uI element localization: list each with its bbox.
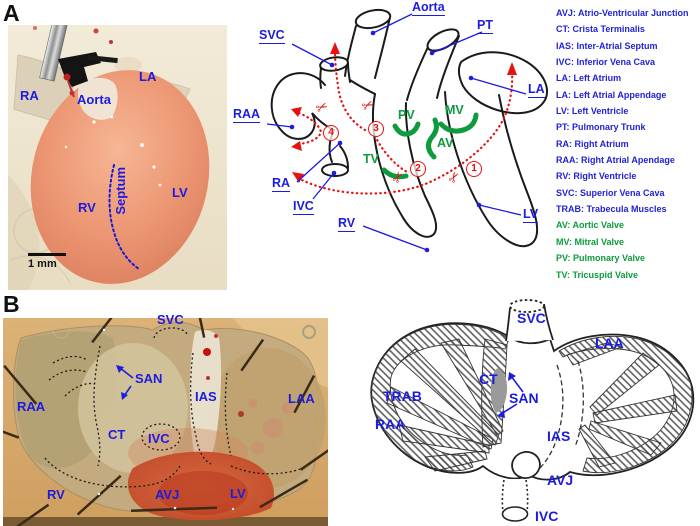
tissue-dotted-outlines	[44, 327, 304, 488]
photo-a-label-aorta: Aorta	[77, 92, 111, 107]
legend-item: AV: Aortic Valve	[556, 220, 625, 231]
leader-lines	[266, 13, 527, 251]
cut-number-3: 3	[368, 121, 384, 137]
photo-b-label-laa: LAA	[288, 391, 315, 406]
scale-bar-label: 1 mm	[28, 258, 57, 270]
photo-a-label-la: LA	[139, 69, 157, 84]
legend-item: RAA: Right Atrial Apendage	[556, 155, 675, 166]
legend-item: IAS: Inter-Atrial Septum	[556, 40, 658, 51]
panel-a-letter: A	[3, 0, 20, 26]
ivc-tube	[501, 479, 529, 513]
panel-b-photo: SVC SAN RAA IAS LAA CT IVC RV AVJ LV	[3, 313, 328, 526]
valve-label-mv: MV	[445, 103, 464, 117]
photo-b-label-ct: CT	[108, 427, 126, 442]
legend-item: PV: Pulmonary Valve	[556, 253, 646, 264]
diagram-a-label-pt: PT	[477, 18, 493, 35]
diagram-a-label-la: LA	[528, 82, 545, 99]
panel-a-diagram: Aorta PT SVC RAA LA RA IVC RV LV PV MV A…	[230, 0, 565, 292]
panel-a-photo: RA Aorta LA RV LV Septum 1 mm	[8, 25, 227, 290]
leader-dots	[289, 30, 482, 253]
photo-b-label-avj: AVJ	[155, 487, 180, 502]
diagram-b-label-ivc: IVC	[535, 508, 559, 524]
photo-b-label-ivc: IVC	[148, 431, 170, 446]
photo-a-label-septum: Septum	[113, 166, 129, 215]
photo-a-label-rv: RV	[78, 200, 96, 215]
heart-diagram-art	[266, 8, 548, 253]
diagram-b-label-laa: LAA	[595, 335, 624, 351]
svc-tube	[506, 304, 553, 341]
valve-arcs	[381, 112, 479, 180]
legend-item: RA: Right Atrium	[556, 138, 629, 149]
diagram-a-label-svc: SVC	[259, 28, 285, 45]
legend-item: SVC: Superior Vena Cava	[556, 187, 665, 198]
legend-item: IVC: Inferior Vena Cava	[556, 57, 656, 68]
diagram-a-label-raa: RAA	[233, 107, 261, 124]
photo-b-label-rv: RV	[47, 487, 65, 502]
cut-lines	[296, 48, 514, 195]
avj-opening	[511, 451, 541, 479]
cut-number-1: 1	[466, 161, 482, 177]
san-region	[490, 368, 508, 413]
atria-diagram-art	[370, 299, 695, 522]
legend-item: TV: Tricuspid Valve	[556, 269, 639, 280]
septum-dotted-line	[108, 164, 140, 270]
cut-line-arrowheads	[291, 42, 517, 183]
diagram-b-label-trab: TRAB	[383, 388, 422, 404]
panel-b-letter: B	[3, 291, 20, 317]
legend-item: AVJ: Atrio-Ventricular Junction	[556, 8, 689, 18]
dissection-pins	[3, 318, 328, 526]
legend-item: TRAB: Trabecula Muscles	[556, 204, 667, 215]
photo-b-label-lv: LV	[230, 486, 246, 501]
scale-bar	[28, 253, 66, 256]
heart-photo-art	[8, 25, 227, 290]
valve-label-pv: PV	[398, 108, 415, 122]
diagram-a-label-ra: RA	[272, 176, 291, 193]
photo-a-label-ra: RA	[20, 88, 39, 103]
diagram-a-label-aorta: Aorta	[412, 0, 445, 17]
valve-label-tv: TV	[363, 152, 379, 166]
diagram-b-label-ct: CT	[479, 371, 498, 387]
legend-item: LV: Left Ventricle	[556, 106, 629, 117]
diagram-b-label-avj: AVJ	[547, 472, 574, 488]
abbreviation-legend: AVJ: Atrio-Ventricular Junction CT: Cris…	[556, 5, 700, 283]
legend-item: LA: Left Atrium	[556, 73, 622, 84]
diagram-a-label-rv: RV	[338, 216, 356, 233]
diagram-b-label-ias: IAS	[547, 428, 571, 444]
diagram-b-label-raa: RAA	[375, 416, 406, 432]
legend-item: LA: Left Atrial Appendage	[556, 89, 667, 100]
photo-b-label-ias: IAS	[195, 389, 217, 404]
cut-number-2: 2	[410, 161, 426, 177]
legend-item: PT: Pulmonary Trunk	[556, 122, 646, 133]
legend-item: RV: Right Ventricle	[556, 171, 637, 182]
legend-item: CT: Crista Terminalis	[556, 24, 645, 35]
diagram-a-label-ivc: IVC	[293, 199, 314, 216]
diagram-b-label-san: SAN	[509, 390, 539, 406]
photo-b-label-raa: RAA	[17, 399, 46, 414]
valve-label-av: AV	[437, 136, 454, 150]
ias-dashed-lines	[538, 360, 584, 470]
dissection-photo-art	[3, 318, 328, 526]
legend-item: MV: Mitral Valve	[556, 236, 625, 247]
cut-number-4: 4	[323, 125, 339, 141]
diagram-a-label-lv: LV	[523, 207, 539, 224]
diagram-b-label-svc: SVC	[517, 310, 546, 326]
panel-b-diagram: SVC LAA CT TRAB SAN RAA IAS AVJ IVC	[345, 295, 700, 526]
photo-a-label-lv: LV	[172, 185, 188, 200]
heart-outline	[270, 8, 548, 247]
photo-b-label-san: SAN	[135, 371, 163, 386]
right-wing-trabeculae	[558, 335, 693, 474]
photo-b-label-svc: SVC	[157, 312, 184, 327]
